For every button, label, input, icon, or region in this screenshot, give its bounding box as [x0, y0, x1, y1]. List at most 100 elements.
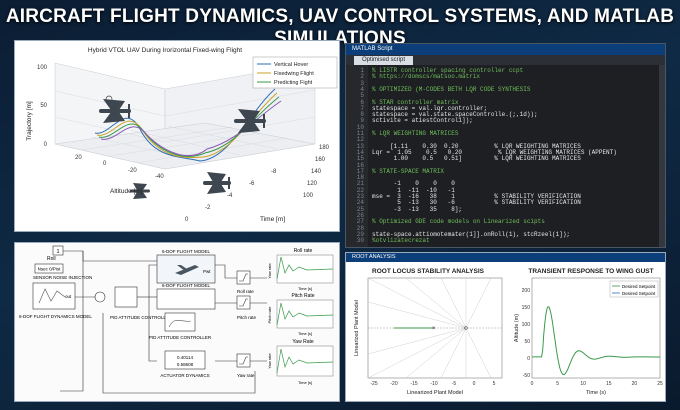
yaw-rate-label: Yaw rate [237, 373, 255, 378]
editor-scrollbar[interactable] [659, 65, 665, 247]
uav-aircraft-icons [99, 95, 266, 199]
code-line[interactable]: 1 -11 -10 -1 [372, 186, 455, 194]
trajectory-3d-plot: Hybrid VTOL UAV During Irorizontal Fixed… [26, 47, 338, 223]
svg-text:Pitch Rate: Pitch Rate [291, 293, 314, 299]
matlab-editor-window[interactable]: MATLAB Script Optimised script 1 % LISTR … [345, 43, 666, 248]
svg-text:Time [s]: Time [s] [298, 286, 312, 291]
code-line[interactable]: mse = 3 -16 38 1 % STABILITY VERIFICATIO… [372, 193, 581, 200]
code-line[interactable]: % STATE-SPACE MATRIX [372, 167, 445, 175]
gust-legend: Desired Setpoint Desired Setpoint [609, 280, 659, 298]
code-line[interactable]: % https://domscs/matsoo.matrix [372, 73, 481, 81]
line-number: 24 [356, 199, 364, 207]
x-tick: -40 [155, 174, 164, 180]
svg-text:5: 5 [556, 381, 559, 387]
pid-controller-label: PID ATTITUDE CONTROLLER [110, 315, 173, 320]
z-tick: 100 [37, 65, 48, 71]
line-number: 30 [356, 237, 364, 245]
svg-text:Desired Setpoint: Desired Setpoint [622, 284, 656, 289]
sixdof-dynamics-label: 6-DOF FLIGHT DYNAMICS MODEL [19, 314, 92, 319]
line-number: 7 [360, 104, 364, 112]
code-line[interactable]: % OPTIMIZED (M-CODES BETH LQR CODE SYNTH… [372, 85, 531, 93]
pid-attitude-block[interactable] [164, 312, 196, 332]
sum-block[interactable] [94, 291, 106, 303]
svg-text:15: 15 [606, 381, 612, 387]
code-line[interactable]: sctivite = atiestControl1]); [372, 117, 473, 125]
flight-model-mid-block[interactable] [156, 288, 216, 310]
rl-y-label: Linearized Plant Model [354, 300, 360, 356]
y-tick-right: 120 [307, 181, 318, 187]
line-number: 3 [360, 79, 364, 87]
gust-x-ticks: 0 5 10 15 20 25 [531, 381, 663, 387]
code-line[interactable]: % LQR WEIGHTING MATRICES [372, 130, 459, 137]
pid-block[interactable] [114, 286, 138, 308]
svg-text:Yaw rate: Yaw rate [267, 352, 272, 368]
pitch-rate-scope: Pitch Rate Pitch rate Time [s] [267, 293, 334, 336]
svg-text:50: 50 [524, 339, 530, 345]
code-line[interactable]: % STAR controller matrix [372, 98, 459, 106]
line-number: 2 [360, 73, 364, 81]
actuator-tf-num: 0.40114 [177, 355, 193, 360]
editor-title-bar: MATLAB Script [346, 44, 665, 55]
roll-constant-value: 1 [56, 249, 59, 255]
rl-x-tick: -10 [430, 381, 437, 387]
rl-x-label: Linearized Plant Model [407, 390, 463, 396]
roll-constant-block[interactable] [52, 245, 64, 256]
code-line[interactable]: % Optimized GDE code models on Linearize… [372, 218, 545, 226]
line-number: 5 [360, 92, 364, 100]
code-line[interactable]: 1.00 0.5 0.51] % LQR WEIGHTING MATRICES [372, 155, 581, 163]
code-line[interactable]: state-space.attiomotemater(1]].onRoll(1)… [372, 230, 571, 238]
line-number: 27 [356, 218, 364, 226]
saturation-blocks [236, 270, 251, 368]
port-label: Pwt [203, 269, 211, 274]
legend-entry: Fixedwing Flight [274, 71, 314, 77]
roll-label: Roll [47, 256, 56, 262]
svg-text:Yaw Rate: Yaw Rate [292, 339, 314, 345]
line-number: 10 [356, 123, 364, 131]
line-number: 25 [356, 205, 364, 213]
z-tick: 0 [44, 142, 48, 148]
code-line[interactable]: 5 -13 30 -6 % STABILITY VERIFICATION [372, 199, 581, 207]
y-tick: -8 [271, 169, 277, 175]
root-analysis-plots: ROOT LOCUS STABILITY ANALYSIS × -25 -20 … [354, 268, 663, 396]
y-tick: -4 [227, 193, 233, 199]
line-number: 12 [356, 136, 364, 144]
rl-x-tick: -15 [410, 381, 417, 387]
rl-x-tick: 5 [493, 381, 496, 387]
plot3d-legend: Vertical Hover Fixedwing Flight Predicti… [252, 56, 338, 89]
editor-tab-optimised-script[interactable]: Optimised script [354, 56, 414, 65]
gust-x-label: Time (s) [586, 390, 606, 396]
line-number: 6 [360, 98, 364, 106]
line-number: 16 [356, 161, 364, 169]
plot3d-title: Hybrid VTOL UAV During Irorizontal Fixed… [88, 47, 242, 54]
actuator-block[interactable] [164, 350, 206, 370]
code-line[interactable]: -1 0 0 0 [372, 180, 455, 188]
simulink-diagram: 1 Roll Nsec 0/Pist SENSOR NOISE INJECTIO… [19, 245, 334, 394]
line-number: 15 [356, 155, 364, 163]
code-line[interactable]: statespace = val.lqr.controller; [372, 104, 488, 112]
roll-rate-scope: Roll rate Yaw rate Time [s] [267, 248, 334, 291]
code-line[interactable]: Lqr = 1.05 0.5 0.20 % LQR WEIGHTING MATR… [372, 148, 617, 156]
code-line[interactable]: -3 -13 35 8]; [372, 205, 463, 213]
line-number: 26 [356, 211, 364, 219]
gust-y-ticks: 200 150 100 50 0 -50 [522, 288, 531, 379]
line-number: 4 [360, 85, 364, 93]
code-line[interactable]: % LISTR controller spacing controller cc… [372, 67, 524, 74]
code-line[interactable]: %otvlizatecrezat [372, 237, 430, 245]
code-line[interactable]: statespace = val.state.spaceControlle.(;… [372, 111, 538, 119]
root-locus-rays [367, 277, 492, 379]
line-number: 11 [356, 130, 364, 137]
y-tick: 0 [185, 217, 189, 223]
rl-x-tick: -25 [370, 381, 377, 387]
line-number: 1 [360, 67, 364, 74]
y-tick-right: 180 [319, 145, 330, 151]
noise-block-label: Nsec 0/Pist [38, 267, 62, 272]
code-line[interactable]: [1.11 0.30 0.20 % LQR WEIGHTING MATRICES [372, 142, 581, 150]
rl-x-tick: 0 [473, 381, 476, 387]
line-number: 21 [356, 180, 364, 188]
gust-response-line [532, 306, 660, 376]
y-tick-right: 100 [303, 193, 314, 199]
z-axis-label: Trajectory [m] [26, 101, 33, 141]
legend-entry: Predicting Fight [274, 80, 313, 86]
sensor-noise-block[interactable] [34, 263, 64, 274]
line-number: 23 [356, 193, 364, 200]
